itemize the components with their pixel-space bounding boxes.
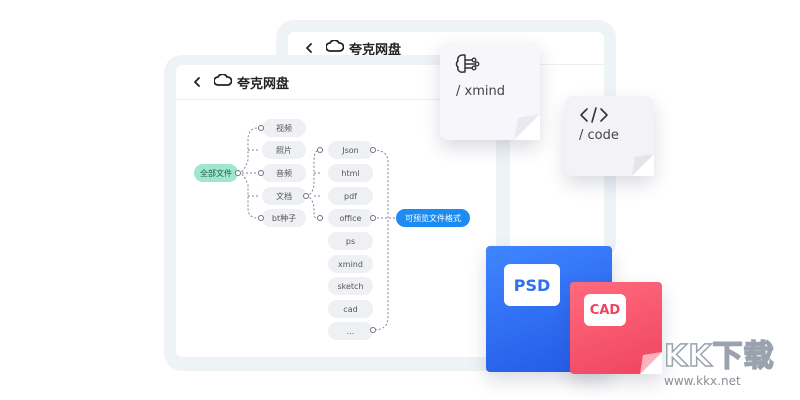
page-fold-icon	[640, 352, 662, 374]
cad-label: CAD	[584, 294, 626, 326]
watermark-brand: KK下载	[663, 339, 775, 375]
mindmap-node-sketch[interactable]: sketch	[328, 277, 373, 295]
cloud-logo-icon	[213, 73, 233, 90]
psd-label: PSD	[504, 264, 560, 306]
front-window-brand: 夸克网盘	[213, 73, 290, 92]
code-label: / code	[579, 128, 619, 143]
back-arrow-icon[interactable]	[186, 71, 208, 93]
front-window-title: 夸克网盘	[237, 76, 290, 92]
preview-formats-tag[interactable]: 可预览文件格式	[396, 209, 470, 227]
mindmap-node-bt[interactable]: bt种子	[262, 209, 306, 227]
connector-dot	[303, 193, 309, 199]
back-window-brand: 夸克网盘	[325, 39, 402, 58]
mindmap-node-more[interactable]: ...	[328, 322, 373, 340]
front-window-titlebar: 夸克网盘	[176, 65, 496, 100]
connector-dot	[370, 215, 376, 221]
connector-dot	[258, 170, 264, 176]
mindmap-node-docs[interactable]: 文档	[262, 187, 306, 205]
code-card: / code	[565, 96, 654, 176]
mindmap-node-audio[interactable]: 音频	[262, 164, 306, 182]
mindmap-root-node[interactable]: 全部文件	[194, 164, 238, 182]
xmind-card: / xmind	[440, 42, 540, 140]
mindmap-node-cad[interactable]: cad	[328, 300, 373, 318]
brain-icon	[454, 52, 480, 80]
page-fold-icon	[514, 114, 540, 140]
connector-dot	[317, 215, 323, 221]
back-window-title: 夸克网盘	[349, 42, 402, 58]
watermark: KK下载 www.kkx.net	[663, 339, 794, 396]
connector-dot	[258, 215, 264, 221]
mindmap-node-ps[interactable]: ps	[328, 232, 373, 250]
mindmap-node-json[interactable]: Json	[328, 141, 373, 159]
mindmap-node-pdf[interactable]: pdf	[328, 187, 373, 205]
xmind-label: / xmind	[456, 84, 505, 99]
cloud-logo-icon	[325, 39, 345, 56]
connector-dot	[235, 170, 241, 176]
mindmap-node-html[interactable]: html	[328, 164, 373, 182]
cad-file-card: CAD	[570, 282, 662, 374]
connector-dot	[370, 327, 376, 333]
mindmap-node-xmind[interactable]: xmind	[328, 255, 373, 273]
mindmap-node-photo[interactable]: 照片	[262, 141, 306, 159]
page-fold-icon	[632, 154, 654, 176]
watermark-url: www.kkx.net	[664, 374, 741, 388]
connector-dot	[370, 147, 376, 153]
mindmap-node-video[interactable]: 视频	[262, 119, 306, 137]
connector-dot	[258, 125, 264, 131]
code-brackets-icon	[579, 106, 609, 128]
connector-dot	[317, 147, 323, 153]
back-arrow-icon[interactable]	[298, 37, 320, 59]
mindmap-node-office[interactable]: office	[328, 209, 373, 227]
